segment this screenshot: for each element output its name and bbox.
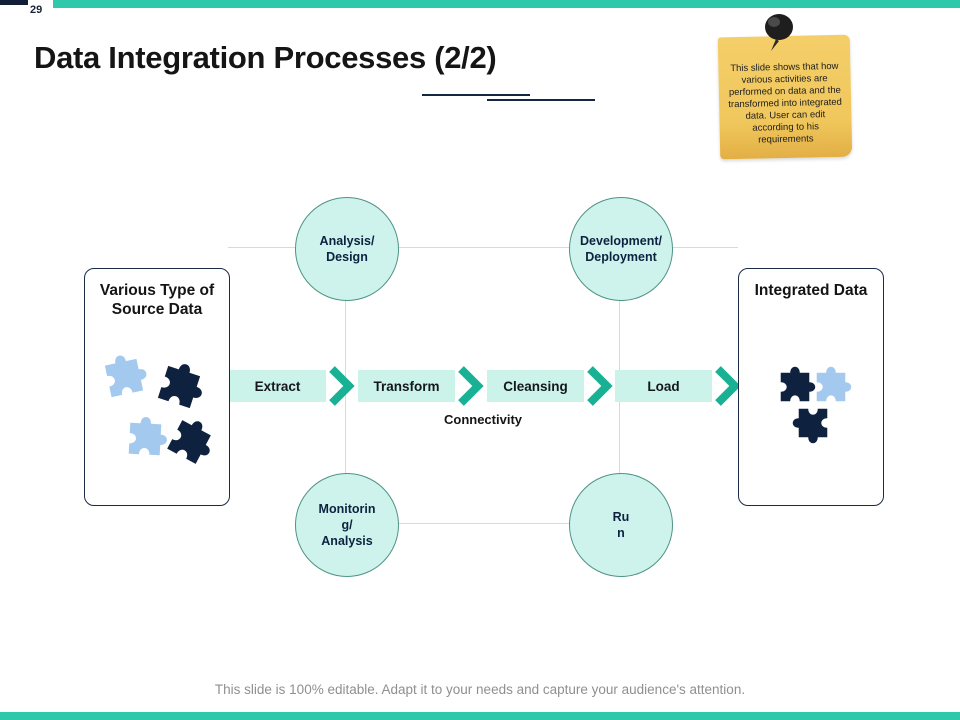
puzzle-piece-icon xyxy=(816,366,852,402)
process-circle-development-deployment: Development/ Deployment xyxy=(569,197,673,301)
page-title: Data Integration Processes (2/2) xyxy=(34,40,497,75)
connectivity-label: Connectivity xyxy=(443,412,522,427)
push-pin-icon xyxy=(765,14,793,51)
process-circle-run: Ru n xyxy=(569,473,673,577)
circle-label-line: Monitorin xyxy=(318,501,376,516)
arrow-label: Extract xyxy=(254,378,301,394)
connector-line-top xyxy=(228,247,738,248)
puzzle-piece-icon xyxy=(792,408,828,444)
etl-step-cleansing: Cleansing xyxy=(487,370,584,402)
chevron-right-icon xyxy=(715,366,741,406)
title-underline-1 xyxy=(422,94,530,96)
arrow-label: Transform xyxy=(373,378,440,394)
arrow-label: Load xyxy=(647,378,680,394)
puzzle-piece-icon xyxy=(128,417,167,456)
circle-label-line: Analysis/ xyxy=(319,233,375,248)
source-data-title: Various Type of Source Data xyxy=(99,282,215,319)
circle-label-line: g/ xyxy=(341,517,353,532)
circle-label-line: Ru xyxy=(612,509,630,524)
title-underline-2 xyxy=(487,99,595,101)
circle-label-line: Development/ xyxy=(580,233,662,248)
etl-step-transform: Transform xyxy=(358,370,455,402)
chevron-right-icon xyxy=(587,366,613,406)
puzzle-piece-icon xyxy=(157,364,202,409)
footer-note: This slide is 100% editable. Adapt it to… xyxy=(214,682,746,697)
chevron-right-icon xyxy=(458,366,484,406)
puzzle-piece-icon xyxy=(780,366,816,402)
etl-step-extract: Extract xyxy=(229,370,326,402)
circle-label-line: Design xyxy=(326,250,368,264)
top-accent-navy-block xyxy=(0,0,28,5)
chevron-right-icon xyxy=(329,366,355,406)
puzzle-piece-icon xyxy=(167,420,211,464)
source-data-box: Various Type of Source Data xyxy=(84,268,230,506)
integrated-data-title: Integrated Data xyxy=(754,282,868,299)
process-circle-monitoring-analysis: Monitorin g/ Analysis xyxy=(295,473,399,577)
etl-step-load: Load xyxy=(615,370,712,402)
circle-label-line: n xyxy=(617,526,625,540)
connector-line-bottom xyxy=(346,523,620,524)
arrow-label: Cleansing xyxy=(503,378,568,394)
bottom-accent-teal-bar xyxy=(0,712,960,720)
circle-label-line: Analysis xyxy=(321,534,373,549)
sticky-note-text: This slide shows that how various activi… xyxy=(728,60,843,146)
process-circle-analysis-design: Analysis/ Design xyxy=(295,197,399,301)
circle-label-line: Deployment xyxy=(585,250,657,264)
puzzle-piece-icon xyxy=(104,355,147,398)
top-accent-teal-bar xyxy=(53,0,960,8)
slide-number: 29 xyxy=(30,4,43,16)
